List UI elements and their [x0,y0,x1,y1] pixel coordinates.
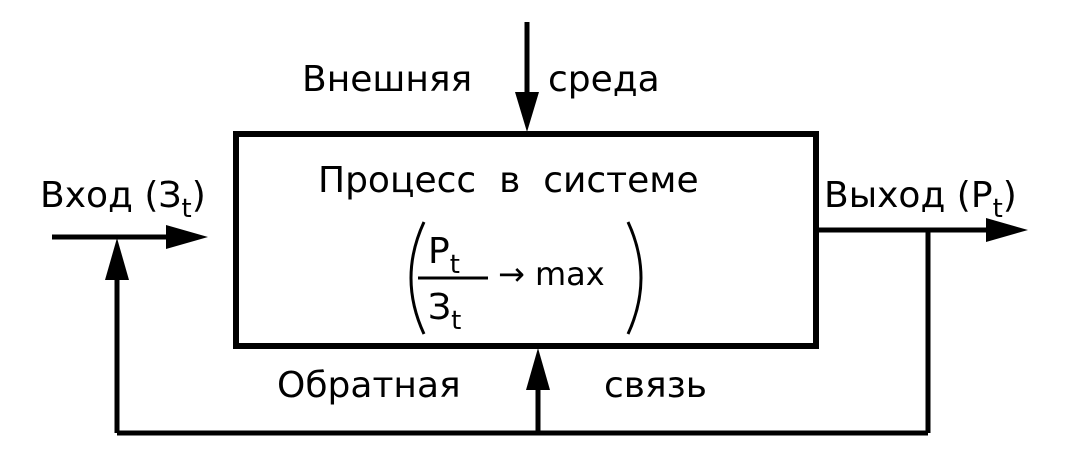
input-arrow-head [166,225,208,249]
feedback-label-1: Обратная [277,365,461,406]
maps-to-arrow: → [498,255,525,293]
input-paren-open: ( [144,175,159,216]
output-paren-open: ( [956,175,971,216]
feedback-label-2: связь [604,365,708,406]
optimization-target: → max [498,258,605,290]
right-paren [626,221,643,335]
output-paren-close: ) [1002,175,1017,216]
process-title-word-3: системе [543,160,699,201]
process-title: Процесс в системе [318,163,699,199]
output-word: Выход [824,175,946,216]
feedback-left-arrow-head [105,238,129,280]
external-arrow-head [515,92,539,132]
output-label: Выход (Рt) [824,175,1017,223]
output-arrow-head [986,218,1028,242]
external-env-label-1: Внешняя [302,59,473,100]
input-paren-close: ) [191,175,206,216]
input-word: Вход [40,175,133,216]
process-title-word-2: в [499,160,521,201]
output-symbol: Р [970,175,993,216]
input-label: Вход (Зt) [40,175,206,223]
denominator-symbol: З [428,287,452,328]
fraction-denominator: Зt [428,287,461,335]
max-label: max [534,255,605,293]
feedback-center-arrow-head [526,348,550,390]
fraction-numerator: Рt [428,231,460,279]
process-title-word-1: Процесс [318,160,477,201]
numerator-subscript: t [449,250,460,280]
input-symbol: З [158,175,182,216]
process-box [233,131,819,349]
input-subscript: t [181,194,192,224]
output-subscript: t [992,194,1003,224]
numerator-symbol: Р [428,231,450,272]
left-paren [409,221,426,335]
denominator-subscript: t [451,306,462,336]
external-env-label-2: среда [548,59,660,100]
